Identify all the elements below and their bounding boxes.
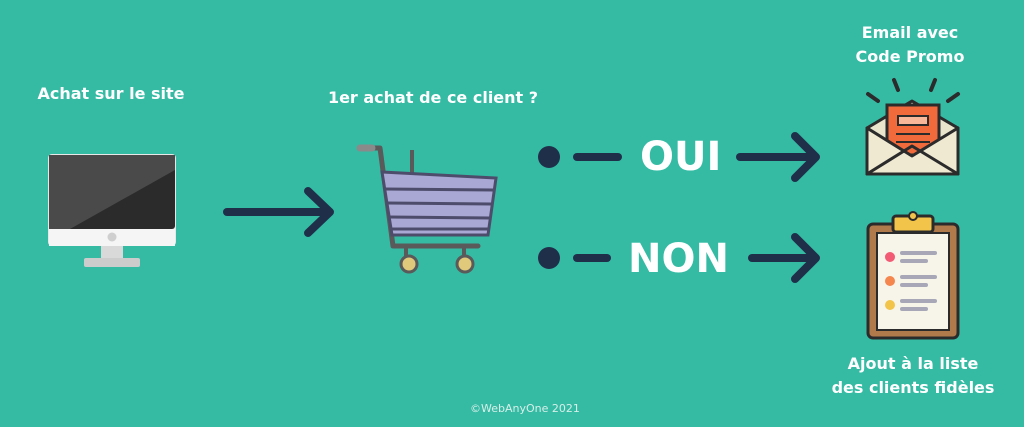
email-promo-label-line2: Code Promo [855, 47, 965, 66]
loyal-list-label: Ajout à la liste des clients fidèles [818, 352, 1008, 400]
monitor-icon [48, 154, 176, 267]
no-label: NON [628, 236, 729, 282]
yes-arrow [736, 132, 820, 182]
clipboard-list-icon [866, 211, 960, 340]
no-connector [538, 233, 820, 283]
copyright-text: ©WebAnyOne 2021 [470, 402, 580, 415]
shopping-cart-icon [356, 144, 498, 274]
question-label: 1er achat de ce client ? [327, 88, 539, 107]
yes-connector [538, 132, 820, 182]
open-envelope-icon [865, 78, 960, 176]
step-label-purchase: Achat sur le site [37, 84, 185, 103]
email-promo-label-line1: Email avec [861, 23, 959, 42]
loyal-list-label-line1: Ajout à la liste [847, 354, 979, 373]
no-arrow [748, 233, 820, 283]
yes-label: OUI [640, 134, 722, 180]
loyal-list-label-line2: des clients fidèles [831, 378, 995, 397]
arrow-to-cart [223, 187, 334, 237]
email-promo-label: Email avec Code Promo [835, 21, 985, 69]
